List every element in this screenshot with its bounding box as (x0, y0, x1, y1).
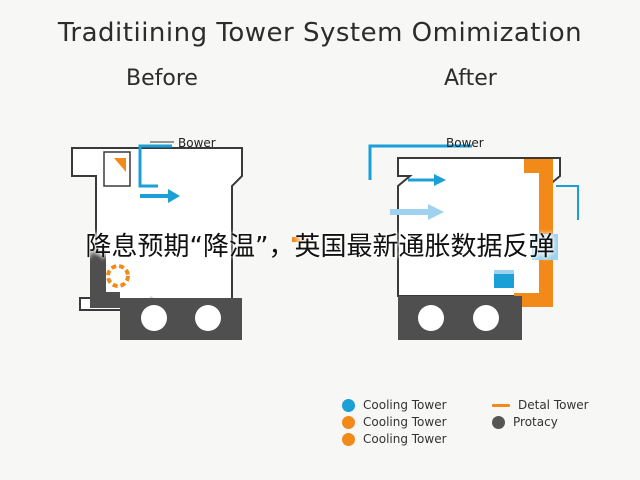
after-blue-arrowhead (434, 174, 446, 186)
before-blue-duct (138, 144, 172, 188)
before-base-hole-left (141, 305, 167, 331)
after-lightblue-arrowhead (428, 204, 444, 220)
overlay-caption: 降息预期“降温”，英国最新通胀数据反弹 (85, 231, 555, 262)
legend-marker-blue (342, 398, 355, 412)
legend-label: Protacy (513, 415, 558, 429)
legend-item-cooling-tower-2: Cooling Tower (342, 415, 447, 429)
after-blue-duct (368, 144, 472, 180)
orange-dash-mark (292, 237, 306, 242)
after-base (398, 296, 522, 340)
before-base (120, 298, 242, 340)
before-fan-housing (103, 151, 131, 187)
after-tower: Bower (368, 136, 579, 340)
legend-item-cooling-tower-3: Cooling Tower (342, 432, 447, 446)
before-orange-gear (106, 264, 130, 288)
before-blue-arrowhead (168, 189, 180, 203)
before-tower: Bower (71, 136, 243, 340)
legend-marker-orange-dash (492, 403, 510, 407)
before-gray-pipe (90, 250, 120, 308)
after-orange-pipe (514, 159, 553, 307)
diagram-title: Traditiining Tower System Omimization (57, 18, 583, 48)
after-base-hole-right (473, 305, 499, 331)
legend-marker-gray (492, 415, 505, 429)
after-thin-blue-line (556, 185, 579, 220)
after-label: After (444, 66, 497, 91)
legend-label: Cooling Tower (363, 432, 447, 446)
legend-label: Cooling Tower (363, 398, 447, 412)
legend-marker-orange (342, 432, 355, 446)
legend-label: Cooling Tower (363, 415, 447, 429)
after-blue-tank-top (494, 270, 514, 274)
legend-item-detal-tower: Detal Tower (492, 398, 589, 412)
before-label: Before (126, 66, 198, 91)
before-base-hole-right (195, 305, 221, 331)
legend-label: Detal Tower (518, 398, 589, 412)
after-base-hole-left (418, 305, 444, 331)
before-bower-label: Bower (178, 136, 216, 150)
after-blue-tank (494, 274, 514, 288)
legend-marker-orange (342, 415, 355, 429)
after-bower-label: Bower (446, 136, 484, 150)
after-lightblue-block (532, 234, 558, 260)
before-orange-wedge (114, 158, 126, 172)
legend-item-cooling-tower-1: Cooling Tower (342, 398, 447, 412)
legend-item-protacy: Protacy (492, 415, 558, 429)
